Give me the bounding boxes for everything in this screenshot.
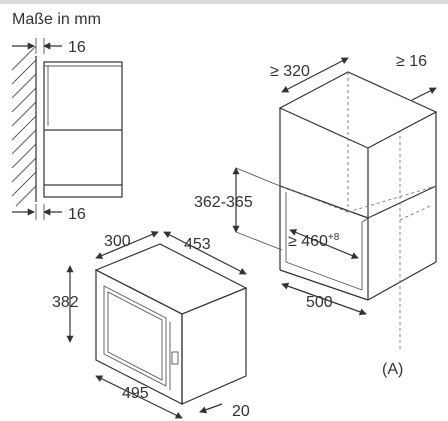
dim-frame-offset: 20 — [232, 403, 250, 420]
dim-cabinet-depth: 500 — [306, 294, 333, 311]
wall-hatch — [11, 45, 37, 207]
dim-side-gap-top: 16 — [68, 39, 86, 56]
oven-view: 300 453 382 495 20 — [52, 231, 250, 420]
callout-a: (A) — [382, 361, 403, 378]
dim-cabinet-width: ≥ 320 — [270, 63, 310, 80]
dim-oven-width: 495 — [122, 385, 149, 402]
dim-cabinet-side: ≥ 16 — [396, 53, 427, 70]
dim-niche-width-value: ≥ 460 — [288, 233, 328, 250]
title-text: Maße in mm — [12, 11, 101, 28]
dim-oven-depth: 300 — [104, 233, 131, 250]
dim-niche-height: 362-365 — [194, 194, 253, 211]
cabinet-view: ≥ 320 ≥ 16 362-365 ≥ 460+8 500 (A) — [194, 53, 438, 378]
dim-oven-height: 382 — [52, 294, 79, 311]
dim-side-gap-bottom: 16 — [68, 206, 86, 223]
dim-niche-width: ≥ 460+8 — [288, 232, 340, 250]
dim-oven-width-top: 453 — [184, 236, 211, 253]
dim-niche-width-tolerance: +8 — [328, 232, 340, 243]
side-view: 16 16 — [11, 38, 123, 223]
